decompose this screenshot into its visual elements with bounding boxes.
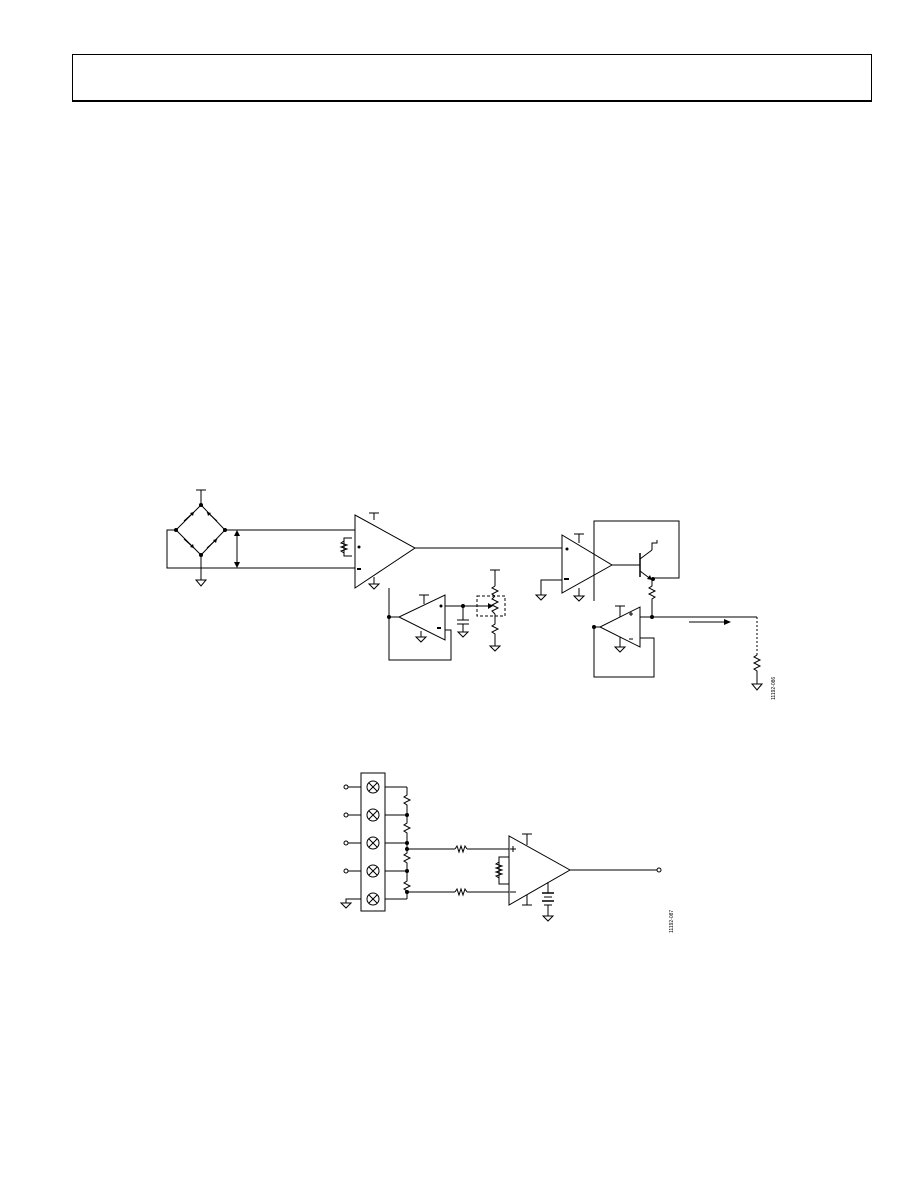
strain-gauge-bridge xyxy=(166,489,240,587)
thermocouple-mux-schematic: 11192-087 xyxy=(339,772,675,933)
resistor-ladder xyxy=(385,786,509,900)
terminal-block xyxy=(339,772,386,912)
current-loop-output-stage xyxy=(592,520,764,691)
figure-1-code: 11192-086 xyxy=(771,677,777,700)
in-amp-3 xyxy=(494,833,662,922)
page-header-box xyxy=(72,54,872,102)
figure-2-code: 11192-087 xyxy=(669,910,675,933)
in-amp-2 xyxy=(534,533,640,602)
bridge-to-current-loop-schematic: 11192-086 xyxy=(166,489,777,700)
in-amp-1 xyxy=(201,512,562,590)
reference-buffer xyxy=(387,569,506,661)
